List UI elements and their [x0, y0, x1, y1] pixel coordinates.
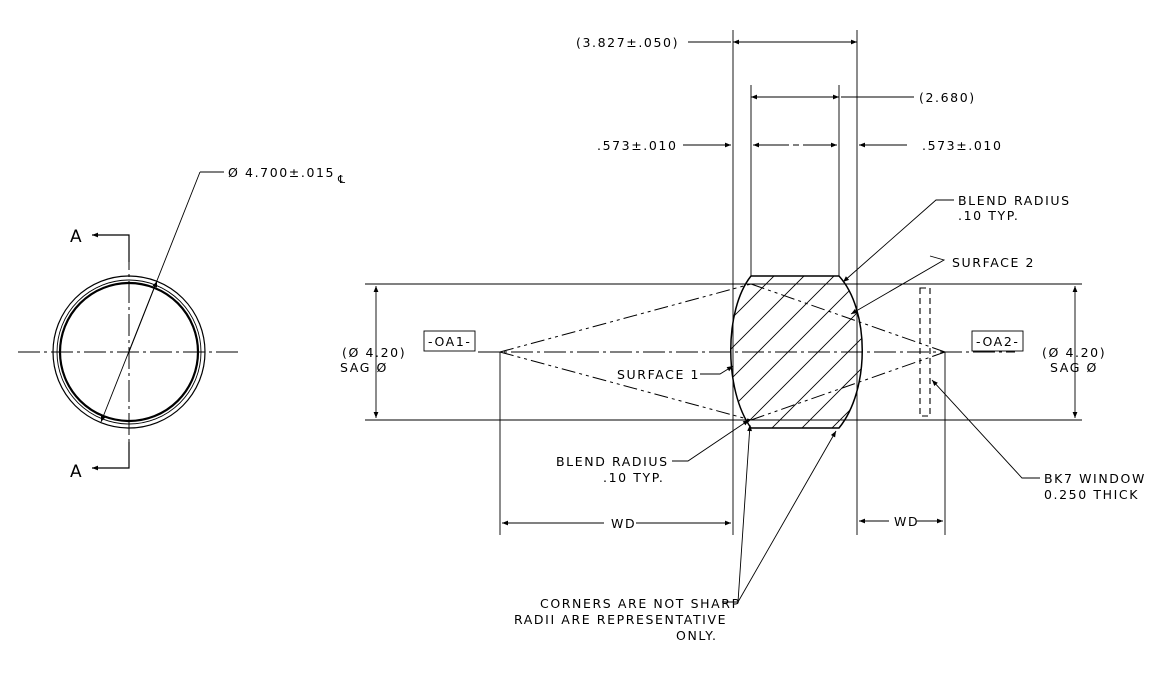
- corners-note-line2: RADII ARE REPRESENTATIVE: [514, 612, 727, 627]
- sag-right-line2: SAG Ø: [1050, 360, 1098, 375]
- bk7-line2: 0.250 THICK: [1044, 487, 1139, 502]
- section-line-top: [92, 232, 130, 262]
- corners-leader-right: [737, 430, 837, 603]
- section-view: (3.827±.050) (2.680) .573±.010 .573±.010…: [340, 30, 1146, 643]
- corners-note-line1: CORNERS ARE NOT SHARP: [540, 596, 741, 611]
- centerline-symbol: ℄: [337, 173, 347, 186]
- lens-outer-edge: [52, 275, 206, 429]
- sag-left-line2: SAG Ø: [340, 360, 388, 375]
- blend-radius-bottom-line1: BLEND RADIUS: [556, 454, 669, 469]
- diameter-label: Ø 4.700±.015: [228, 165, 335, 180]
- right-flat-label: .573±.010: [922, 138, 1003, 153]
- datum-oa1-box: [423, 330, 476, 352]
- end-view: Ø 4.700±.015 ℄ A A: [18, 165, 347, 482]
- diameter-arrow-upper: [128, 280, 158, 353]
- blend-radius-bottom-leader: [672, 419, 750, 462]
- blend-radius-top-leader: [842, 199, 954, 283]
- section-label-top: A: [70, 227, 83, 247]
- lens-aperture-edge: [58, 281, 200, 423]
- bk7-line1: BK7 WINDOW: [1044, 471, 1146, 486]
- surface-1-label: SURFACE 1: [617, 367, 700, 382]
- blend-radius-top-line1: BLEND RADIUS: [958, 193, 1071, 208]
- sag-right-line1: (Ø 4.20): [1042, 345, 1106, 360]
- ray-upper-cross: [750, 283, 946, 353]
- lens-hatching: [730, 276, 863, 428]
- sag-left-line1: (Ø 4.20): [342, 345, 406, 360]
- section-label-bottom: A: [70, 462, 83, 482]
- overall-length-label: (3.827±.050): [576, 35, 679, 50]
- lens-bevel-edge: [56, 279, 202, 425]
- left-flat-label: .573±.010: [597, 138, 678, 153]
- surface-1-leader: [700, 365, 734, 375]
- blend-radius-top-line2: .10 TYP.: [958, 208, 1020, 223]
- inner-length-label: (2.680): [919, 90, 976, 105]
- corners-leader-left: [722, 424, 752, 603]
- ray-lower-left: [499, 351, 752, 421]
- surface-2-leader: [850, 255, 946, 315]
- wd-left-label: WD: [611, 516, 636, 531]
- section-line-bottom: [92, 442, 130, 471]
- blend-radius-bottom-line2: .10 TYP.: [603, 470, 665, 485]
- bk7-window: [919, 287, 931, 417]
- datum-oa1-label: -OA1-: [428, 334, 472, 349]
- wd-right-label: WD: [894, 514, 919, 529]
- ray-lower-cross: [750, 351, 946, 421]
- corners-note-line3: ONLY.: [676, 628, 718, 643]
- datum-oa2-box: [971, 330, 1024, 352]
- surface-2-label: SURFACE 2: [952, 255, 1035, 270]
- bk7-leader: [931, 379, 1040, 479]
- datum-oa2-label: -OA2-: [976, 334, 1020, 349]
- ray-upper-left: [499, 283, 752, 353]
